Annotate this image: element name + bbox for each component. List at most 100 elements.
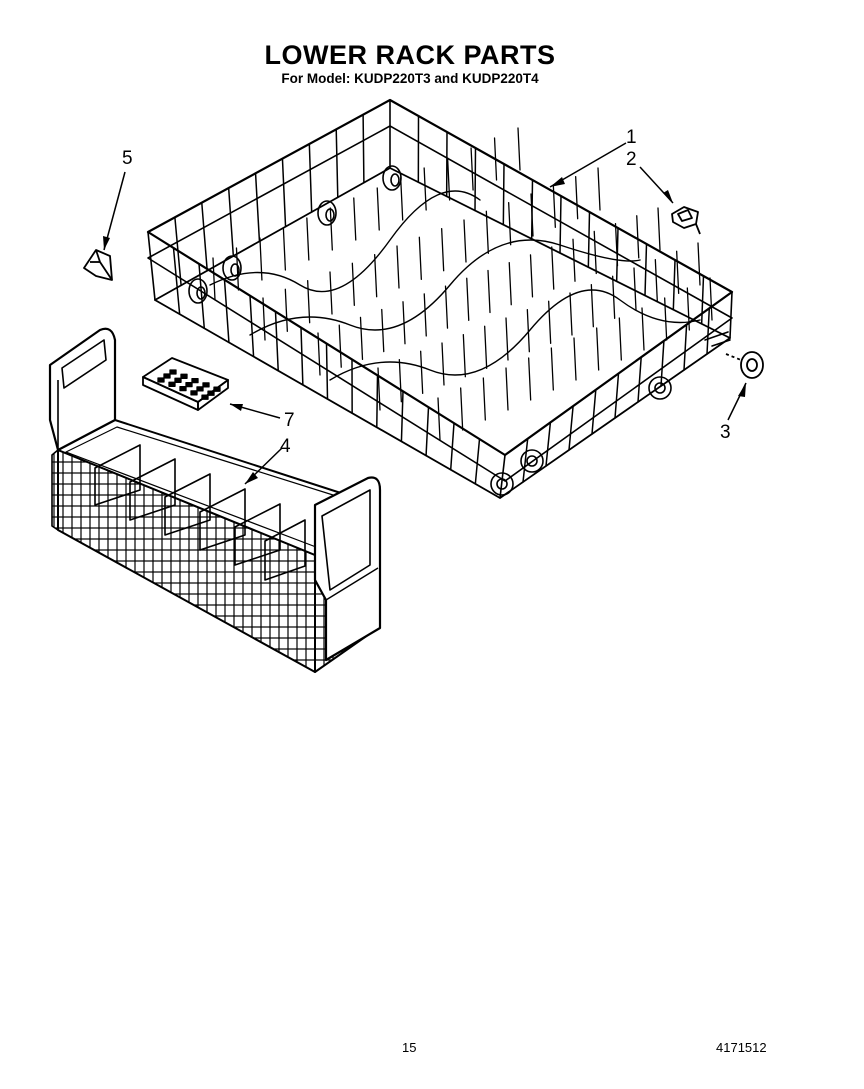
rack-wire xyxy=(376,374,379,429)
rack-wire xyxy=(474,147,477,212)
rack-wire xyxy=(325,342,329,400)
rack-wire xyxy=(306,217,310,261)
callout-3: 3 xyxy=(720,422,731,443)
rack-wire xyxy=(548,300,552,344)
rack-wire xyxy=(254,172,261,243)
rack-wire xyxy=(508,202,512,246)
rack-wire xyxy=(460,387,464,431)
callout-2: 2 xyxy=(626,149,637,170)
rack-wire xyxy=(400,390,404,443)
rack-wire xyxy=(227,187,235,257)
silverware-basket-drawing xyxy=(48,327,382,673)
cover-hole xyxy=(169,369,177,375)
rack-wire xyxy=(201,201,208,272)
rack-wire xyxy=(423,293,427,337)
rack-wire xyxy=(569,292,573,336)
rack-wire xyxy=(618,317,622,361)
cover-hole xyxy=(202,382,210,388)
callout-1: 1 xyxy=(626,127,637,148)
callout-5: 5 xyxy=(122,148,133,169)
rack-wire xyxy=(660,340,665,387)
rack-wire xyxy=(466,277,470,321)
rack-wire xyxy=(362,113,365,184)
rack-wire xyxy=(262,297,266,341)
rack-wire xyxy=(437,397,441,441)
rack-wire xyxy=(396,245,400,289)
rack-wire xyxy=(614,372,620,419)
cover-hole xyxy=(168,381,176,387)
rack-wire xyxy=(172,247,181,315)
rack-wire xyxy=(597,167,601,211)
rack-wire xyxy=(636,215,640,259)
rack-wire xyxy=(420,350,424,394)
rack-wire xyxy=(381,308,385,353)
callout-4: 4 xyxy=(280,436,291,457)
rack-wire xyxy=(528,357,532,401)
leader-line-5 xyxy=(103,171,126,251)
rack-wire xyxy=(530,193,534,237)
rack-wire xyxy=(485,210,489,254)
model-subtitle-text: For Model: KUDP220T3 and KUDP220T4 xyxy=(281,71,539,86)
rack-wire xyxy=(359,316,364,361)
rack-wire xyxy=(249,294,255,358)
rack-wire xyxy=(274,310,279,372)
rack-wire xyxy=(568,405,574,451)
document-number: 4171512 xyxy=(716,1040,767,1055)
rack-wire xyxy=(376,187,380,231)
rack-wire xyxy=(709,277,713,321)
rack-wire xyxy=(591,389,597,435)
rack-wire xyxy=(418,236,422,280)
rack-clip-drawing xyxy=(671,206,701,235)
rack-wire xyxy=(425,406,430,457)
callout-7: 7 xyxy=(284,410,295,431)
rack-wire xyxy=(212,257,216,301)
rack-wire xyxy=(377,367,381,411)
rack-wire xyxy=(551,246,555,290)
rack-wire xyxy=(351,262,355,306)
page-title: LOWER RACK PARTS xyxy=(0,40,864,71)
rack-wire xyxy=(686,287,690,331)
rack-wire xyxy=(633,267,637,311)
basket-cover-drawing xyxy=(142,357,229,411)
rack-wire xyxy=(559,195,562,254)
rack-wire xyxy=(474,438,481,485)
cover-hole xyxy=(179,385,187,392)
rack-wire xyxy=(329,271,333,315)
rack-wire xyxy=(502,163,505,226)
rack-wire xyxy=(284,288,288,332)
rack-wire xyxy=(654,259,658,303)
rack-wire xyxy=(400,177,404,221)
rack-wire xyxy=(517,127,521,171)
rack-wire xyxy=(446,157,451,201)
rack-wire xyxy=(462,334,466,378)
rack-wire xyxy=(641,307,645,351)
rack-wire xyxy=(575,176,579,220)
rack-wire xyxy=(335,128,339,199)
rack-wire xyxy=(398,359,402,403)
rack-wire xyxy=(644,243,648,297)
rack-wire xyxy=(374,254,378,298)
rack-wire xyxy=(522,437,529,483)
cover-hole xyxy=(174,377,182,383)
rack-bumper-drawing xyxy=(83,249,113,281)
cover-hole xyxy=(180,373,188,379)
rack-wire xyxy=(672,259,676,311)
rack-wire xyxy=(441,228,445,272)
rack-wire xyxy=(423,167,427,211)
rack-wire xyxy=(550,347,554,391)
rack-wire xyxy=(637,356,642,403)
page-number: 15 xyxy=(402,1040,417,1055)
cover-hole xyxy=(201,394,209,400)
rack-wire xyxy=(590,284,594,328)
rack-wire xyxy=(329,207,333,251)
cover-hole xyxy=(196,386,204,392)
rack-wire xyxy=(470,147,474,191)
rack-wire xyxy=(223,279,230,344)
cover-hole xyxy=(207,390,215,396)
rack-wire xyxy=(657,207,661,251)
rack-wire xyxy=(308,143,313,213)
cover-hole xyxy=(157,377,165,383)
rack-wire xyxy=(612,275,616,319)
rack-wire xyxy=(700,275,705,325)
